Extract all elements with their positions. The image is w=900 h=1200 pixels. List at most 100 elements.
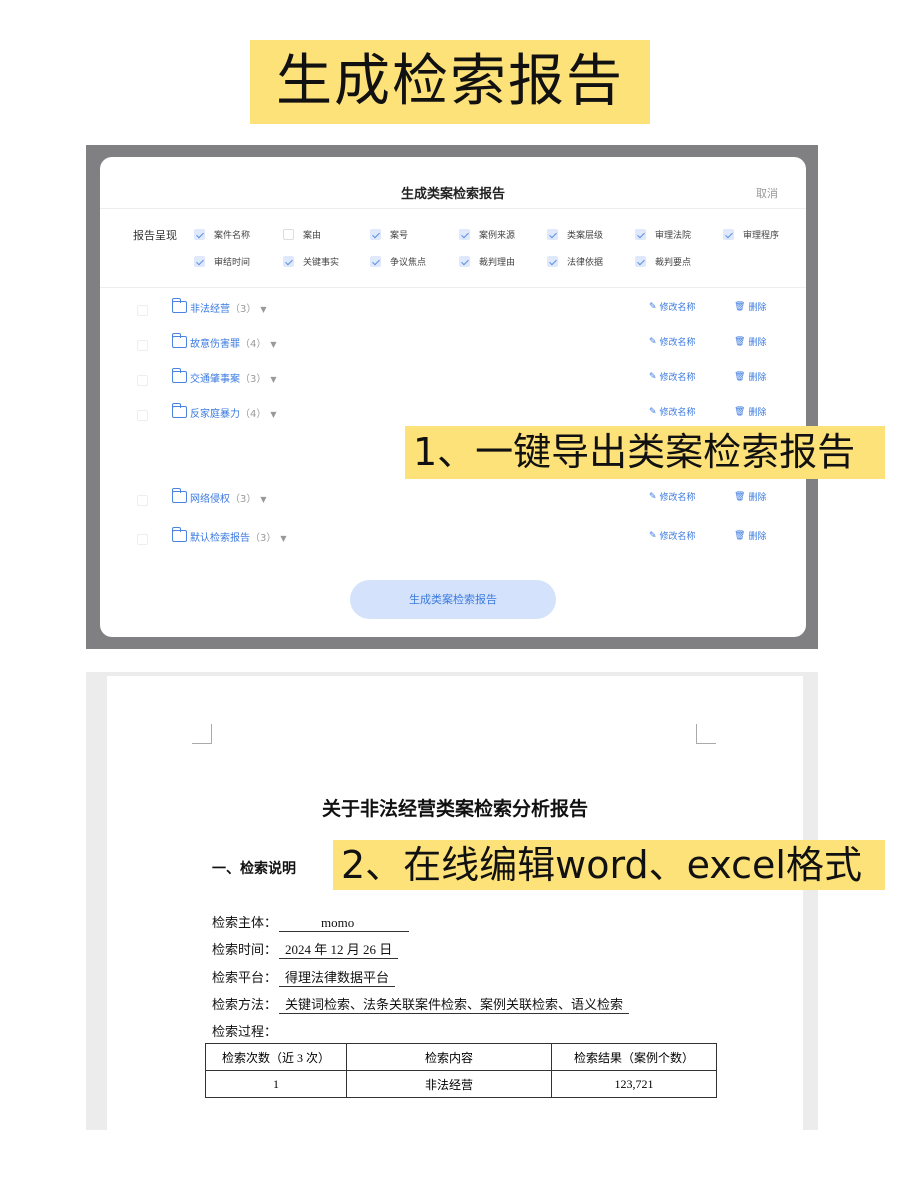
folder-checkbox[interactable] <box>137 410 148 421</box>
folder-name[interactable]: 交通肇事案（3）▼ <box>190 370 277 385</box>
folder-name-text: 默认检索报告 <box>190 533 250 544</box>
checkbox[interactable] <box>723 229 734 240</box>
folder-name-text: 网络侵权 <box>190 494 230 505</box>
folder-name[interactable]: 网络侵权（3）▼ <box>190 490 267 505</box>
delete-button[interactable]: 🗑删除 <box>734 335 766 349</box>
delete-button[interactable]: 🗑删除 <box>734 529 766 543</box>
trash-icon: 🗑 <box>734 371 746 382</box>
trash-icon: 🗑 <box>734 336 746 347</box>
info-field: 检索时间：2024 年 12 月 26 日 <box>212 939 399 960</box>
generate-report-button[interactable]: 生成类案检索报告 <box>350 580 556 619</box>
table-header: 检索结果（案例个数） <box>551 1043 717 1071</box>
folder-checkbox[interactable] <box>137 495 148 506</box>
field-value[interactable]: 得理法律数据平台 <box>279 967 396 987</box>
option-label: 类案层级 <box>567 231 604 241</box>
folder-row: 默认检索报告（3）▼ ✎修改名称 🗑删除 <box>100 527 806 547</box>
checkbox[interactable] <box>370 256 381 267</box>
caret-down-icon[interactable]: ▼ <box>280 534 287 543</box>
folder-name[interactable]: 默认检索报告（3）▼ <box>190 529 287 544</box>
rename-label: 修改名称 <box>659 338 696 348</box>
option-label: 案由 <box>303 231 322 241</box>
folder-checkbox[interactable] <box>137 534 148 545</box>
info-field: 检索主体：momo <box>212 912 410 932</box>
folder-row: 网络侵权（3）▼ ✎修改名称 🗑删除 <box>100 488 806 508</box>
caret-down-icon[interactable]: ▼ <box>260 495 267 504</box>
caret-down-icon[interactable]: ▼ <box>270 410 277 419</box>
edit-icon: ✎ <box>649 491 657 502</box>
checkbox[interactable] <box>547 229 558 240</box>
edit-icon: ✎ <box>649 371 657 382</box>
info-field: 检索过程： <box>212 1021 277 1040</box>
folder-row: 反家庭暴力（4）▼ ✎修改名称 🗑删除 <box>100 403 806 423</box>
option-checkbox[interactable]: 关键事实 <box>283 255 339 268</box>
option-checkbox[interactable]: 审理法院 <box>635 228 691 241</box>
info-field: 检索平台：得理法律数据平台 <box>212 967 396 987</box>
checkbox[interactable] <box>194 229 205 240</box>
option-checkbox[interactable]: 审结时间 <box>194 255 250 268</box>
field-label: 检索过程： <box>212 1024 278 1040</box>
option-label: 裁判理由 <box>479 258 516 268</box>
table-cell[interactable]: 非法经营 <box>346 1070 552 1098</box>
checkbox[interactable] <box>635 229 646 240</box>
checkbox[interactable] <box>283 256 294 267</box>
trash-icon: 🗑 <box>734 301 746 312</box>
rename-button[interactable]: ✎修改名称 <box>649 370 696 384</box>
document-title: 关于非法经营类案检索分析报告 <box>321 799 588 820</box>
caret-down-icon[interactable]: ▼ <box>270 340 277 349</box>
option-checkbox[interactable]: 案件名称 <box>194 228 250 241</box>
option-label: 审结时间 <box>214 258 251 268</box>
folder-name[interactable]: 反家庭暴力（4）▼ <box>190 405 277 420</box>
checkbox[interactable] <box>194 256 205 267</box>
delete-label: 删除 <box>748 408 767 418</box>
checkbox[interactable] <box>635 256 646 267</box>
callout-export: 1、一键导出类案检索报告 <box>405 426 885 479</box>
field-value[interactable]: 关键词检索、法条关联案件检索、案例关联检索、语义检索 <box>279 994 630 1014</box>
rename-button[interactable]: ✎修改名称 <box>649 300 696 314</box>
checkbox[interactable] <box>547 256 558 267</box>
delete-label: 删除 <box>748 373 767 383</box>
option-checkbox[interactable]: 案由 <box>283 228 321 241</box>
option-checkbox[interactable]: 审理程序 <box>723 228 779 241</box>
option-checkbox[interactable]: 裁判要点 <box>635 255 691 268</box>
folder-checkbox[interactable] <box>137 305 148 316</box>
caret-down-icon[interactable]: ▼ <box>260 305 267 314</box>
folder-name[interactable]: 故意伤害罪（4）▼ <box>190 335 277 350</box>
table-cell[interactable]: 123,721 <box>551 1070 717 1098</box>
checkbox[interactable] <box>283 229 294 240</box>
folder-icon <box>171 488 187 503</box>
caret-down-icon[interactable]: ▼ <box>270 375 277 384</box>
folder-checkbox[interactable] <box>137 375 148 386</box>
field-value[interactable]: momo <box>279 915 410 932</box>
field-label: 检索时间： <box>212 942 278 958</box>
folder-name[interactable]: 非法经营（3）▼ <box>190 300 267 315</box>
folder-name-text: 故意伤害罪 <box>190 339 240 350</box>
search-process-table: 检索次数（近 3 次） 检索内容 检索结果（案例个数） 1 非法经营 123,7… <box>205 1043 717 1098</box>
rename-button[interactable]: ✎修改名称 <box>649 490 696 504</box>
rename-label: 修改名称 <box>659 303 696 313</box>
folder-count: （3） <box>230 304 257 315</box>
field-value[interactable]: 2024 年 12 月 26 日 <box>279 939 399 960</box>
cancel-button[interactable]: 取消 <box>756 187 778 200</box>
option-checkbox[interactable]: 争议焦点 <box>370 255 426 268</box>
delete-button[interactable]: 🗑删除 <box>734 405 767 419</box>
option-checkbox[interactable]: 案号 <box>370 228 408 241</box>
delete-button[interactable]: 🗑删除 <box>734 370 767 384</box>
table-header-row: 检索次数（近 3 次） 检索内容 检索结果（案例个数） <box>205 1043 717 1071</box>
screenshot-modal-overlay: 生成类案检索报告 取消 报告呈现 案件名称案由案号案例来源类案层级审理法院审理程… <box>86 145 818 649</box>
option-checkbox[interactable]: 法律依据 <box>547 255 603 268</box>
checkbox[interactable] <box>459 229 470 240</box>
rename-button[interactable]: ✎修改名称 <box>649 335 696 349</box>
checkbox[interactable] <box>459 256 470 267</box>
option-checkbox[interactable]: 裁判理由 <box>459 255 515 268</box>
option-checkbox[interactable]: 类案层级 <box>547 228 603 241</box>
option-checkbox[interactable]: 案例来源 <box>459 228 515 241</box>
delete-button[interactable]: 🗑删除 <box>734 490 766 504</box>
rename-button[interactable]: ✎修改名称 <box>649 529 696 543</box>
rename-button[interactable]: ✎修改名称 <box>649 405 696 419</box>
checkbox[interactable] <box>370 229 381 240</box>
folder-checkbox[interactable] <box>137 340 148 351</box>
delete-button[interactable]: 🗑删除 <box>734 300 766 314</box>
option-label: 审理法院 <box>655 231 692 241</box>
table-cell[interactable]: 1 <box>205 1070 347 1098</box>
